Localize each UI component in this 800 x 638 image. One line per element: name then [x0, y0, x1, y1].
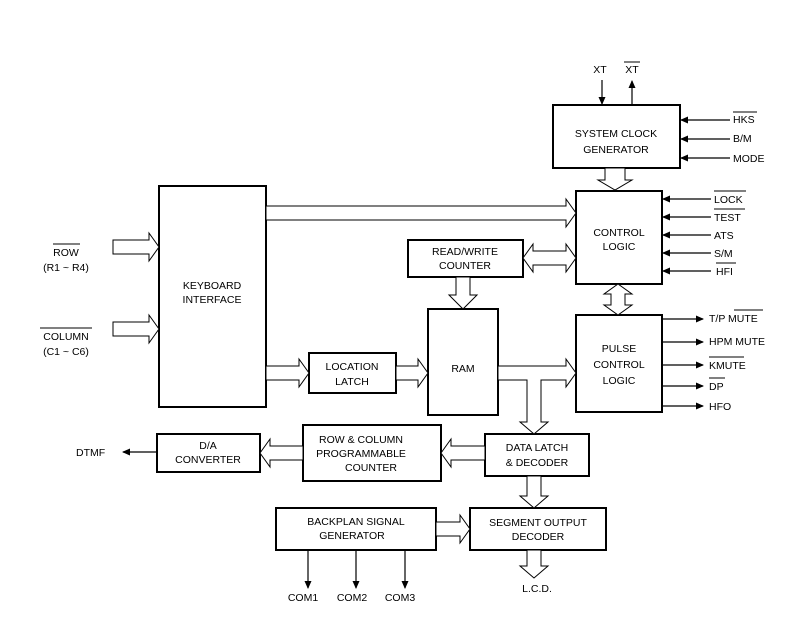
location-latch-label-2: LATCH	[335, 376, 369, 388]
column-range-label: (C1 ~ C6)	[43, 346, 89, 358]
system-clock-label-1: SYSTEM CLOCK	[575, 128, 657, 140]
rc-counter-label-2: PROGRAMMABLE	[316, 448, 406, 460]
column-label: COLUMN	[43, 331, 89, 343]
row-range-label: (R1 ~ R4)	[43, 262, 89, 274]
bus-arrow-clock-to-control	[596, 167, 634, 191]
xt-label: XT	[593, 64, 607, 76]
sm-label: S/M	[714, 248, 733, 260]
bus-arrow-counter-to-da	[259, 437, 304, 469]
lcd-label: L.C.D.	[522, 583, 552, 595]
bus-arrow-column-input	[112, 313, 160, 345]
rc-counter-label-1: ROW & COLUMN	[319, 434, 403, 446]
control-logic-label-1: CONTROL	[593, 227, 644, 239]
keyboard-label-1: KEYBOARD	[183, 280, 242, 292]
da-converter-label-1: D/A	[199, 440, 217, 452]
com1-label: COM1	[288, 592, 318, 604]
dtmf-label: DTMF	[76, 447, 105, 459]
ats-label: ATS	[714, 230, 734, 242]
bm-label: B/M	[733, 133, 752, 145]
pulse-control-label-2: CONTROL	[593, 359, 644, 371]
ram-label: RAM	[451, 363, 474, 375]
data-latch-decoder-block: DATA LATCH & DECODER	[484, 433, 590, 477]
rw-counter-label-2: COUNTER	[439, 260, 491, 272]
segment-label-2: DECODER	[512, 531, 565, 543]
bus-arrow-control-pulse	[602, 283, 634, 316]
keyboard-label-2: INTERFACE	[183, 294, 242, 306]
kmute-label: KMUTE	[709, 360, 746, 372]
data-latch-label-2: & DECODER	[506, 457, 569, 469]
backplan-label-1: BACKPLAN SIGNAL	[307, 516, 405, 528]
tp-mute-label: T/P MUTE	[709, 313, 758, 325]
mode-label: MODE	[733, 153, 765, 165]
da-converter-label-2: CONVERTER	[175, 454, 241, 466]
dp-label: DP	[709, 381, 724, 393]
bus-arrow-backplan-to-segment	[435, 513, 471, 545]
ram-block: RAM	[427, 308, 499, 416]
hfo-label: HFO	[709, 401, 731, 413]
com2-label: COM2	[337, 592, 367, 604]
bus-arrow-ram-to-pulse-and-datalatch	[497, 357, 577, 435]
row-label: ROW	[53, 247, 79, 259]
control-logic-block: CONTROL LOGIC	[575, 190, 663, 285]
backplan-signal-generator-block: BACKPLAN SIGNAL GENERATOR	[275, 507, 437, 551]
hks-label: HKS	[733, 114, 755, 126]
segment-output-decoder-block: SEGMENT OUTPUT DECODER	[469, 507, 607, 551]
system-clock-generator-block: SYSTEM CLOCK GENERATOR	[552, 104, 681, 169]
test-label: TEST	[714, 212, 741, 224]
da-converter-block: D/A CONVERTER	[156, 433, 261, 473]
bus-arrow-rw-control	[522, 242, 577, 274]
pulse-control-label-1: PULSE	[602, 343, 636, 355]
rc-counter-label-3: COUNTER	[345, 462, 397, 474]
hpm-mute-label: HPM MUTE	[709, 336, 765, 348]
read-write-counter-block: READ/WRITE COUNTER	[407, 239, 524, 278]
data-latch-label-1: DATA LATCH	[506, 442, 568, 454]
control-logic-label-2: LOGIC	[603, 241, 636, 253]
rw-counter-label-1: READ/WRITE	[432, 246, 498, 258]
bus-arrow-latch-to-ram	[395, 357, 429, 389]
location-latch-label-1: LOCATION	[326, 361, 379, 373]
backplan-label-2: GENERATOR	[319, 530, 385, 542]
bus-arrow-datalatch-to-segment	[518, 475, 550, 509]
keyboard-interface-block: KEYBOARD INTERFACE	[158, 185, 267, 408]
pulse-control-logic-block: PULSE CONTROL LOGIC	[575, 314, 663, 413]
bus-arrow-keyboard-to-latch	[265, 357, 310, 389]
hfi-label: HFI	[716, 266, 733, 278]
xt-bar-label: XT	[625, 64, 639, 76]
pulse-control-label-3: LOGIC	[603, 375, 636, 387]
row-column-counter-block: ROW & COLUMN PROGRAMMABLE COUNTER	[302, 424, 442, 482]
system-clock-label-2: GENERATOR	[583, 144, 649, 156]
bus-arrow-datalatch-to-counter	[440, 437, 486, 469]
bus-arrow-keyboard-to-control	[265, 197, 577, 229]
segment-label-1: SEGMENT OUTPUT	[489, 517, 587, 529]
bus-arrow-row-input	[112, 231, 160, 263]
bus-arrow-segment-to-lcd	[518, 549, 550, 579]
bus-arrow-rw-to-ram	[447, 276, 479, 310]
location-latch-block: LOCATION LATCH	[308, 352, 397, 394]
com3-label: COM3	[385, 592, 415, 604]
lock-label: LOCK	[714, 194, 743, 206]
